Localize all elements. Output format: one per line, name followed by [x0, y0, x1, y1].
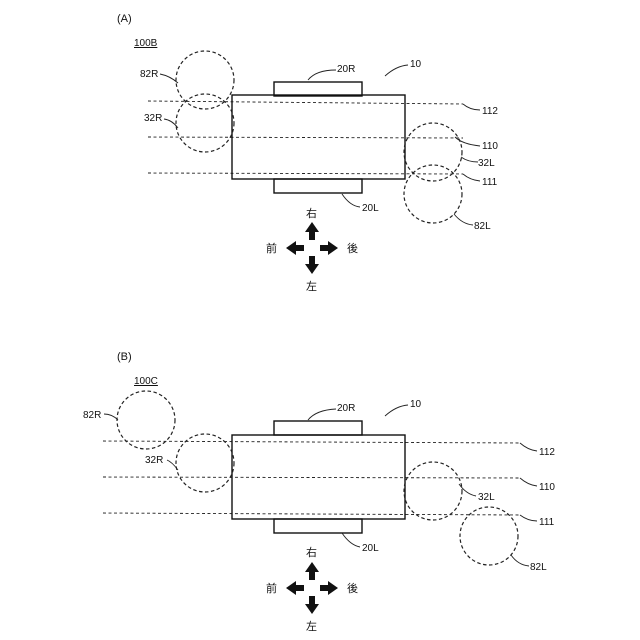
tab-20L [274, 519, 362, 533]
leader-20R [308, 409, 336, 420]
leader-82R [104, 414, 118, 420]
label-20R: 20R [337, 64, 355, 75]
label-20L: 20L [362, 203, 379, 214]
arrow-down-icon [305, 256, 319, 274]
line-110 [103, 477, 520, 478]
arrow-up-icon [305, 222, 319, 240]
direction-up-label: 右 [306, 545, 317, 559]
label-111: 111 [539, 517, 555, 528]
label-82L: 82L [474, 221, 491, 232]
direction-up-label: 右 [306, 206, 317, 220]
circle-32L [404, 123, 462, 181]
leader-10 [385, 405, 408, 416]
leader-20R [308, 70, 336, 80]
body-10 [232, 95, 405, 179]
label-112: 112 [539, 447, 555, 458]
direction-down-label: 左 [306, 280, 317, 293]
panel-a-tag: (A) [117, 13, 132, 25]
label-82R: 82R [83, 410, 101, 421]
circle-32L [404, 462, 462, 520]
direction-right-label: 後 [347, 581, 358, 595]
label-20L: 20L [362, 543, 379, 554]
leader-82L [454, 214, 473, 225]
arrow-up-icon [305, 562, 319, 580]
label-20R: 20R [337, 403, 355, 414]
leader-20L [342, 194, 360, 207]
tab-20L [274, 179, 362, 193]
circle-82R [117, 391, 175, 449]
direction-left-label: 前 [266, 581, 277, 595]
label-10: 10 [410, 59, 422, 70]
circle-82R [176, 51, 234, 109]
leader-10 [385, 65, 408, 76]
leader-112 [520, 443, 537, 451]
direction-left-label: 前 [266, 241, 277, 255]
label-32L: 32L [478, 492, 495, 503]
label-110: 110 [482, 141, 498, 152]
panel-a: (A) 100B 20R 10 82R 32R 112 110 [117, 13, 498, 293]
leader-82L [511, 555, 529, 566]
panel-b: (B) 100C 20R 10 82R 32R 112 110 [83, 351, 555, 633]
label-82L: 82L [530, 562, 547, 573]
panel-b-tag: (B) [117, 351, 132, 363]
leader-112 [463, 104, 480, 110]
circle-82L [460, 507, 518, 565]
label-110: 110 [539, 482, 555, 493]
leader-110 [520, 478, 537, 486]
line-110 [148, 137, 463, 138]
arrow-left-icon [286, 581, 304, 595]
circle-32R [176, 94, 234, 152]
circle-32R [176, 434, 234, 492]
direction-down-label: 左 [306, 620, 317, 633]
arrow-down-icon [305, 596, 319, 614]
direction-compass: 右 左 前 後 [266, 206, 358, 293]
label-111: 111 [482, 177, 498, 188]
direction-compass: 右 左 前 後 [266, 545, 358, 633]
leader-32L [461, 157, 478, 162]
line-111 [148, 173, 463, 174]
direction-right-label: 後 [347, 241, 358, 255]
leader-82R [160, 74, 178, 83]
label-32L: 32L [478, 158, 495, 169]
arrow-left-icon [286, 241, 304, 255]
tab-20R [274, 421, 362, 435]
panel-b-id: 100C [134, 376, 158, 387]
panel-a-id: 100B [134, 38, 158, 49]
label-112: 112 [482, 106, 498, 117]
label-82R: 82R [140, 69, 158, 80]
tab-20R [274, 82, 362, 96]
arrow-right-icon [320, 241, 338, 255]
line-111 [103, 513, 520, 515]
label-32R: 32R [144, 113, 162, 124]
line-112 [148, 101, 463, 104]
label-32R: 32R [145, 455, 163, 466]
leader-111 [463, 174, 480, 181]
label-10: 10 [410, 399, 422, 410]
leader-111 [520, 515, 537, 521]
leader-20L [342, 533, 360, 547]
arrow-right-icon [320, 581, 338, 595]
